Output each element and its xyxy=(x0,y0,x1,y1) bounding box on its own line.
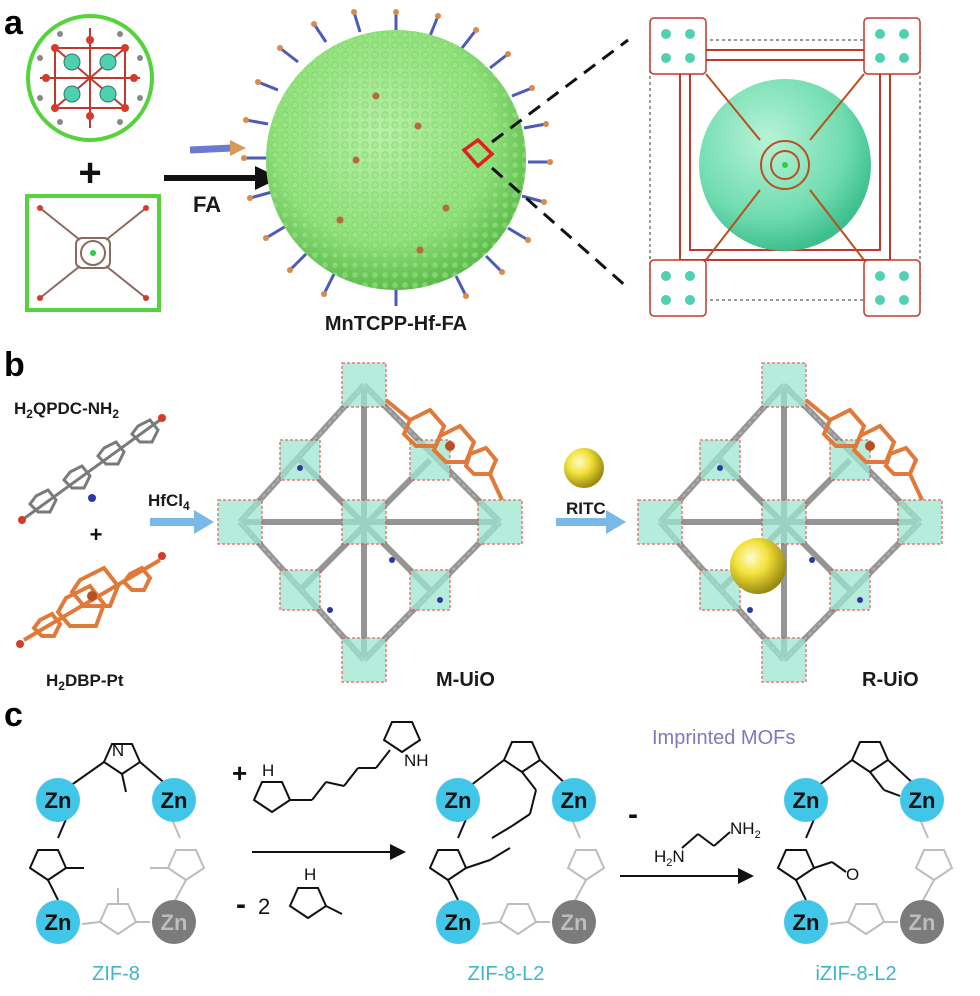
zn-label: Zn xyxy=(161,910,188,935)
nh-label: H xyxy=(262,761,274,780)
mntcpp-label: MnTCPP-Hf-FA xyxy=(325,313,467,335)
minus-sign-c1: - xyxy=(236,888,246,921)
imprinted-mofs-label: Imprinted MOFs xyxy=(652,727,795,749)
zoom-lines xyxy=(491,38,629,290)
zn-node-grey xyxy=(900,900,944,944)
zn-node xyxy=(900,778,944,822)
panel-b: b H2QPDC-NH2 + H2DBP-Pt HfCl4 xyxy=(4,346,943,693)
m-uio-label: M-UiO xyxy=(436,669,495,691)
zn-label: Zn xyxy=(561,788,588,813)
r-uio-framework xyxy=(637,362,943,683)
izif8-l2-structure: O O Zn Zn Zn Zn xyxy=(776,741,954,944)
hfcl4-label: HfCl4 xyxy=(148,491,190,513)
panel-a-letter: a xyxy=(4,4,24,42)
ethylenediamine xyxy=(681,831,731,849)
reaction-arrow-b2 xyxy=(556,510,626,534)
l2-ligand xyxy=(252,721,422,814)
reaction-arrow-a xyxy=(164,166,280,190)
nh-label: NH xyxy=(404,751,429,770)
unit-cell-zoom xyxy=(649,17,921,317)
zif8-l2-structure: Zn Zn Zn Zn xyxy=(428,741,606,944)
ritc-loaded-sphere xyxy=(730,538,786,594)
r-uio-label: R-UiO xyxy=(862,669,919,691)
zn-label: Zn xyxy=(793,788,820,813)
ritc-label: RITC xyxy=(566,499,606,518)
zn-node xyxy=(36,778,80,822)
amine-left: H2N xyxy=(654,847,685,869)
zn-node-grey xyxy=(552,900,596,944)
zn-label: Zn xyxy=(793,910,820,935)
zif8-name: ZIF-8 xyxy=(92,963,140,985)
panel-b-letter: b xyxy=(4,346,25,384)
zn-node xyxy=(436,778,480,822)
zn-node xyxy=(36,900,80,944)
o-atom: O xyxy=(846,865,859,884)
zn-label: Zn xyxy=(445,910,472,935)
plus-sign-c: + xyxy=(232,758,247,788)
h2qpdc-label: H2QPDC-NH2 xyxy=(14,399,119,421)
methylimidazole xyxy=(288,887,343,920)
plus-sign-b: + xyxy=(90,522,103,547)
dbp-linker xyxy=(16,552,166,648)
zn-node-grey xyxy=(152,900,196,944)
zn-label: Zn xyxy=(909,788,936,813)
zif8-structure: N Zn Zn Zn Zn xyxy=(28,741,206,944)
mof-nanoparticle xyxy=(241,9,553,306)
panel-c-letter: c xyxy=(4,696,23,734)
h2dbp-label: H2DBP-Pt xyxy=(46,671,124,693)
hf-cluster xyxy=(26,14,154,142)
zn-node xyxy=(552,778,596,822)
panel-a: a xyxy=(4,4,921,335)
m-uio-framework xyxy=(217,362,523,683)
panel-c: c N xyxy=(4,696,954,985)
zn-label: Zn xyxy=(45,788,72,813)
zif8-l2-name: ZIF-8-L2 xyxy=(468,963,545,985)
amine-right: NH2 xyxy=(730,819,761,841)
zn-label: Zn xyxy=(161,788,188,813)
zn-label: Zn xyxy=(445,788,472,813)
fa-ligand-arrow xyxy=(189,140,246,156)
nh-label: H xyxy=(304,865,316,884)
zn-node xyxy=(152,778,196,822)
zn-label: Zn xyxy=(45,910,72,935)
minus-sign-c2: - xyxy=(628,798,638,831)
porphyrin-linker xyxy=(25,194,161,312)
plus-sign-a: + xyxy=(78,151,101,195)
reaction-arrow-b1 xyxy=(150,510,214,534)
stoich-coefficient: 2 xyxy=(258,894,270,919)
fa-label: FA xyxy=(193,192,221,217)
izif8-l2-name: iZIF-8-L2 xyxy=(815,963,896,985)
zn-label: Zn xyxy=(909,910,936,935)
zn-node xyxy=(784,778,828,822)
n-atom: N xyxy=(112,741,124,760)
qpdc-linker xyxy=(18,414,166,524)
unit-cell-marker xyxy=(461,137,495,169)
zn-node xyxy=(784,900,828,944)
zn-label: Zn xyxy=(561,910,588,935)
zn-node xyxy=(436,900,480,944)
ritc-sphere xyxy=(564,448,604,488)
